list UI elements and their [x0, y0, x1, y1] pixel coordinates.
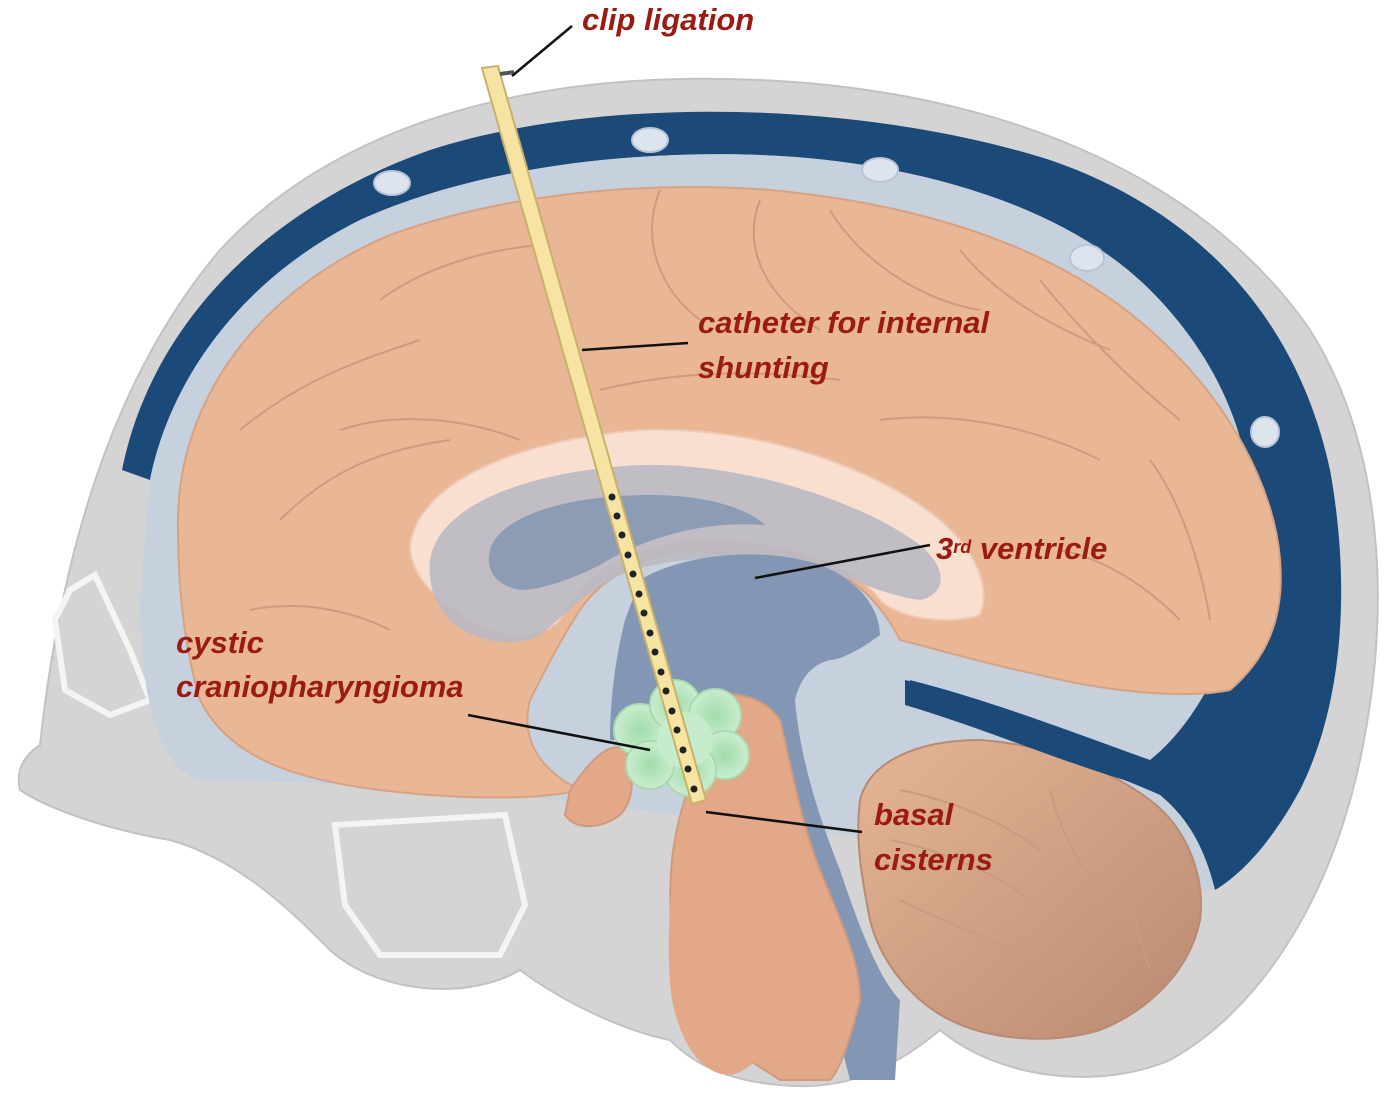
leader-clip-ligation: [511, 25, 573, 77]
label-cystic-line1: cystic: [176, 625, 264, 660]
leader-third-ventricle: [754, 543, 931, 580]
label-third-ventricle-num: 3: [936, 531, 954, 566]
gyral-folds: [239, 189, 1211, 631]
catheter-perforations: [608, 493, 698, 793]
leader-lines: [467, 25, 931, 834]
orbit-outline: [51, 570, 154, 719]
cerebellum: [857, 738, 1202, 1040]
label-basal-line2: cisterns: [874, 842, 993, 877]
leader-catheter: [581, 341, 689, 352]
granulation: [631, 127, 669, 153]
label-basal-line1: basal: [874, 797, 954, 832]
label-third-ventricle-sup: rd: [953, 537, 972, 557]
label-clip-ligation: clip ligation: [582, 2, 755, 37]
label-catheter-line1: catheter for internal: [698, 305, 990, 340]
pons: [668, 796, 787, 1075]
label-third-ventricle: 3rd ventricle: [936, 530, 1107, 568]
catheter: [480, 64, 708, 806]
label-cystic-line2: craniopharyngioma: [176, 669, 464, 704]
granulation: [373, 170, 411, 196]
sella-tissue: [563, 746, 633, 828]
dural-sinus: [122, 111, 1342, 890]
leader-basal-cisterns: [705, 810, 863, 834]
leader-craniopharyngioma: [467, 713, 651, 752]
arachnoid-granulations: [373, 127, 1280, 448]
cerebellar-folia: [889, 789, 1151, 971]
sinus-bone-outline: [331, 811, 529, 958]
tentorium: [905, 640, 1280, 790]
label-third-ventricle-rest: ventricle: [971, 531, 1108, 566]
granulation: [1250, 416, 1280, 448]
granulation: [1069, 244, 1105, 272]
clip: [499, 70, 515, 76]
granulation: [861, 157, 899, 183]
label-catheter-line2: shunting: [698, 350, 829, 385]
